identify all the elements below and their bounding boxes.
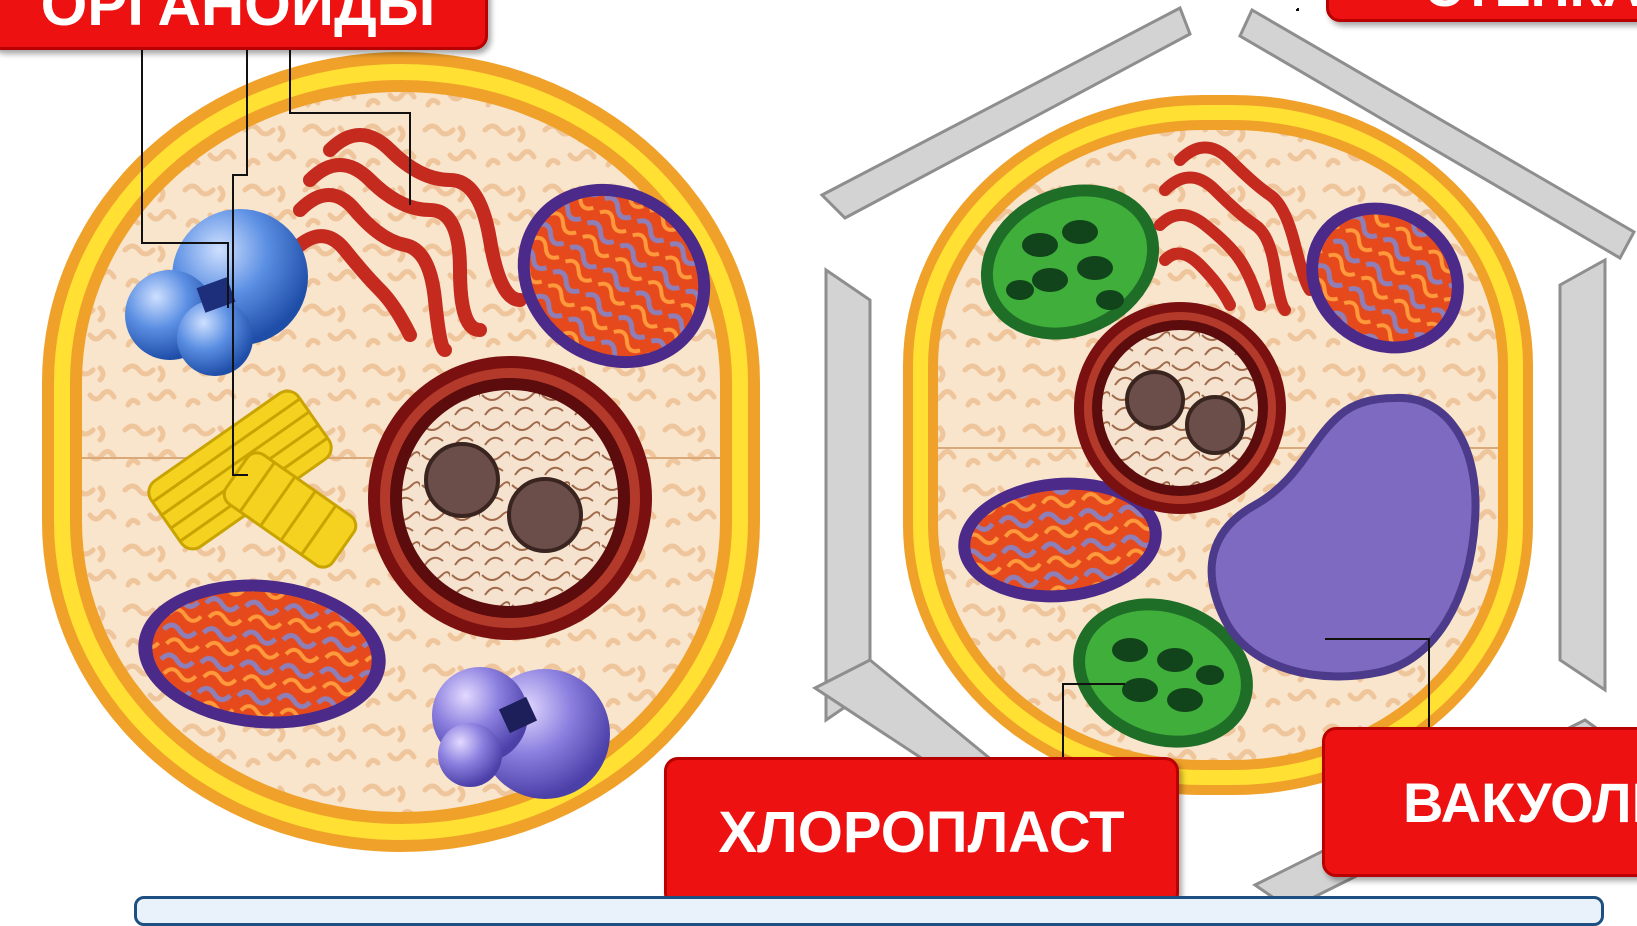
label-vacuole: ВАКУОЛЬ (1322, 727, 1637, 877)
label-organoids: ОРГАНОИДЫ (0, 0, 488, 50)
nucleus (368, 356, 652, 640)
lysosome (432, 667, 610, 799)
nucleolus (1127, 372, 1183, 428)
leader-line-wall (1296, 8, 1298, 10)
label-cell-wall: СТЕНКА (1326, 0, 1637, 22)
animal-cell (42, 52, 760, 852)
bottom-panel (134, 896, 1604, 926)
nucleolus (426, 444, 498, 516)
nucleolus (1187, 397, 1243, 453)
nucleus (1074, 302, 1286, 514)
label-chloroplast: ХЛОРОПЛАСТ (664, 757, 1179, 907)
nucleolus (509, 479, 581, 551)
